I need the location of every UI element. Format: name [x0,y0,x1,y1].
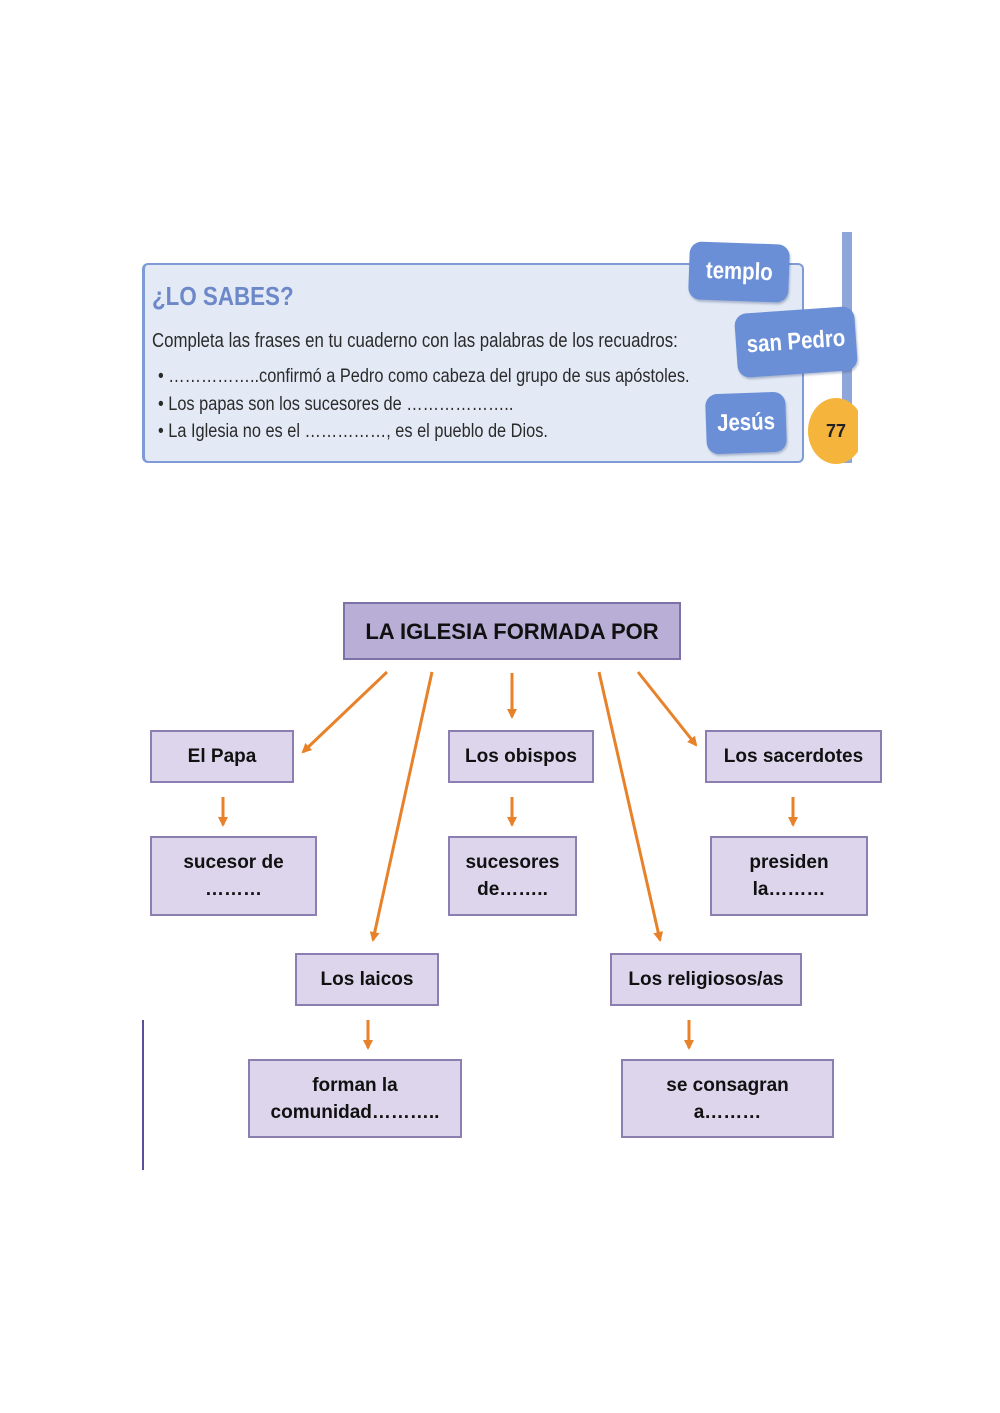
papa-box: El Papa [150,730,294,783]
sacerdotes-label: Los sacerdotes [723,746,864,767]
religiosos-label: Los religiosos/as [628,969,784,990]
papa-label: El Papa [187,746,257,767]
laicos-detail: forman la comunidad……….. [270,1074,440,1123]
sacerdotes-box: Los sacerdotes [705,730,882,783]
badge-clip [858,390,878,470]
sentence-3: • La Iglesia no es el ……………, es el puebl… [158,421,548,442]
religiosos-detail-box: se consagran a……… [621,1059,834,1138]
sentence-2: • Los papas son los sucesores de ……………….… [158,394,514,415]
page-number-badge: 77 [808,398,864,464]
arrow-root-to-laicos [369,671,434,942]
obispos-detail-box: sucesores de…….. [448,836,577,916]
laicos-detail-box: forman la comunidad……….. [248,1059,462,1138]
religiosos-box: Los religiosos/as [610,953,802,1006]
margin-line [142,1020,144,1170]
obispos-label: Los obispos [465,746,577,767]
sacerdotes-detail: presiden la……… [749,852,829,900]
root-label: LA IGLESIA FORMADA POR [365,618,659,644]
exercise-title: ¿LO SABES? [152,281,294,311]
obispos-box: Los obispos [448,730,594,783]
papa-detail-box: sucesor de ……… [150,836,317,916]
arrow-root-to-religiosos [597,671,664,942]
exercise-instruction: Completa las frases en tu cuaderno con l… [152,330,678,352]
sentence-1: • ……………..confirmó a Pedro como cabeza de… [158,366,690,387]
papa-detail: sucesor de ……… [183,852,284,900]
obispos-detail: sucesores de…….. [465,852,560,900]
arrow-root-to-sacerdotes [636,671,698,747]
laicos-label: Los laicos [320,969,414,990]
root-box: LA IGLESIA FORMADA POR [343,602,681,660]
sacerdotes-detail-box: presiden la……… [710,836,868,916]
arrow-root-to-papa [301,670,389,754]
religiosos-detail: se consagran a……… [666,1074,789,1123]
laicos-box: Los laicos [295,953,439,1006]
